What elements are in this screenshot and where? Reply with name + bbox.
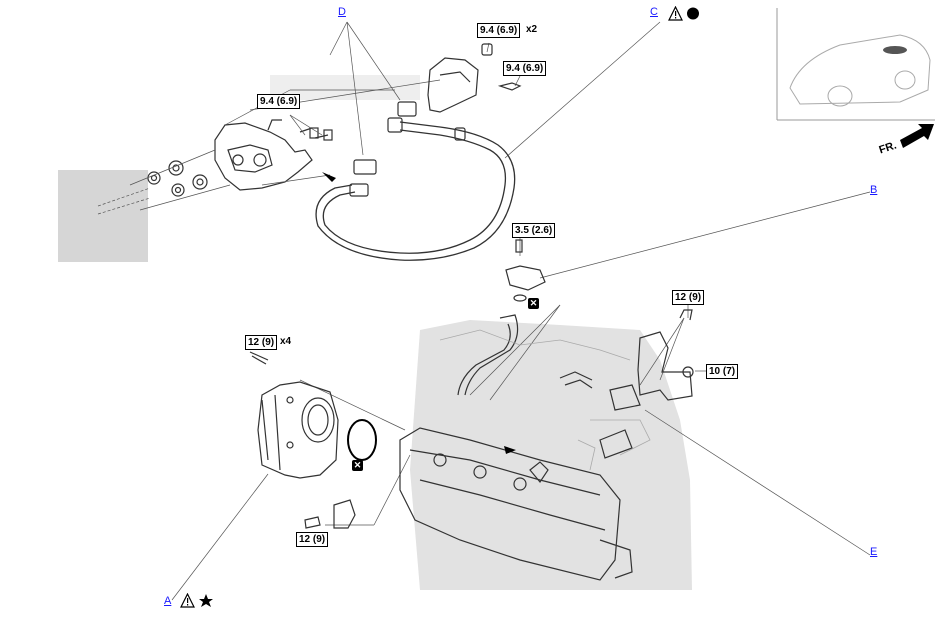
gasket-ring	[347, 419, 377, 461]
callout-a-symbols	[180, 593, 213, 608]
front-arrow-icon	[900, 124, 934, 148]
torque-label: 9.4 (6.9)	[477, 23, 521, 38]
torque-label: 9.4 (6.9)	[257, 94, 301, 109]
quantity-label: x4	[280, 336, 292, 347]
callout-e[interactable]: E	[870, 546, 878, 558]
torque-label: 3.5 (2.6)	[512, 223, 556, 238]
upper-left-assembly	[147, 119, 333, 197]
star-icon	[199, 594, 213, 607]
torque-label: 12 (9)	[296, 532, 329, 547]
caution-triangle-icon	[180, 593, 195, 608]
filled-circle-icon	[687, 7, 699, 20]
lower-bracket	[304, 499, 356, 529]
callout-c-symbols	[668, 6, 699, 21]
map-sensor	[505, 239, 546, 302]
callout-d[interactable]: D	[338, 6, 346, 18]
throttle-body	[249, 351, 339, 479]
callout-a[interactable]: A	[164, 595, 172, 607]
hose-clips	[349, 101, 466, 197]
torque-label: 12 (9)	[245, 335, 278, 350]
callout-c[interactable]: C	[650, 6, 658, 18]
pcv-pipes	[457, 309, 694, 459]
x-box-icon: ✕	[352, 460, 363, 471]
callout-b[interactable]: B	[870, 184, 878, 196]
engine-background	[439, 329, 651, 471]
torque-label: 10 (7)	[706, 364, 739, 379]
x-box-icon: ✕	[528, 298, 539, 309]
vacuum-hose	[322, 129, 507, 254]
torque-label: 9.4 (6.9)	[503, 61, 547, 76]
intake-manifold	[399, 427, 633, 581]
shaded-areas	[58, 75, 692, 590]
quantity-label: x2	[526, 24, 538, 35]
direction-arrow-left	[322, 172, 336, 182]
vehicle-thumbnail	[776, 8, 935, 121]
direction-arrow-right	[504, 446, 516, 454]
torque-label: 12 (9)	[672, 290, 705, 305]
caution-triangle-icon	[668, 6, 683, 21]
leader-lines	[97, 21, 871, 601]
heat-shield-bracket	[427, 43, 522, 113]
